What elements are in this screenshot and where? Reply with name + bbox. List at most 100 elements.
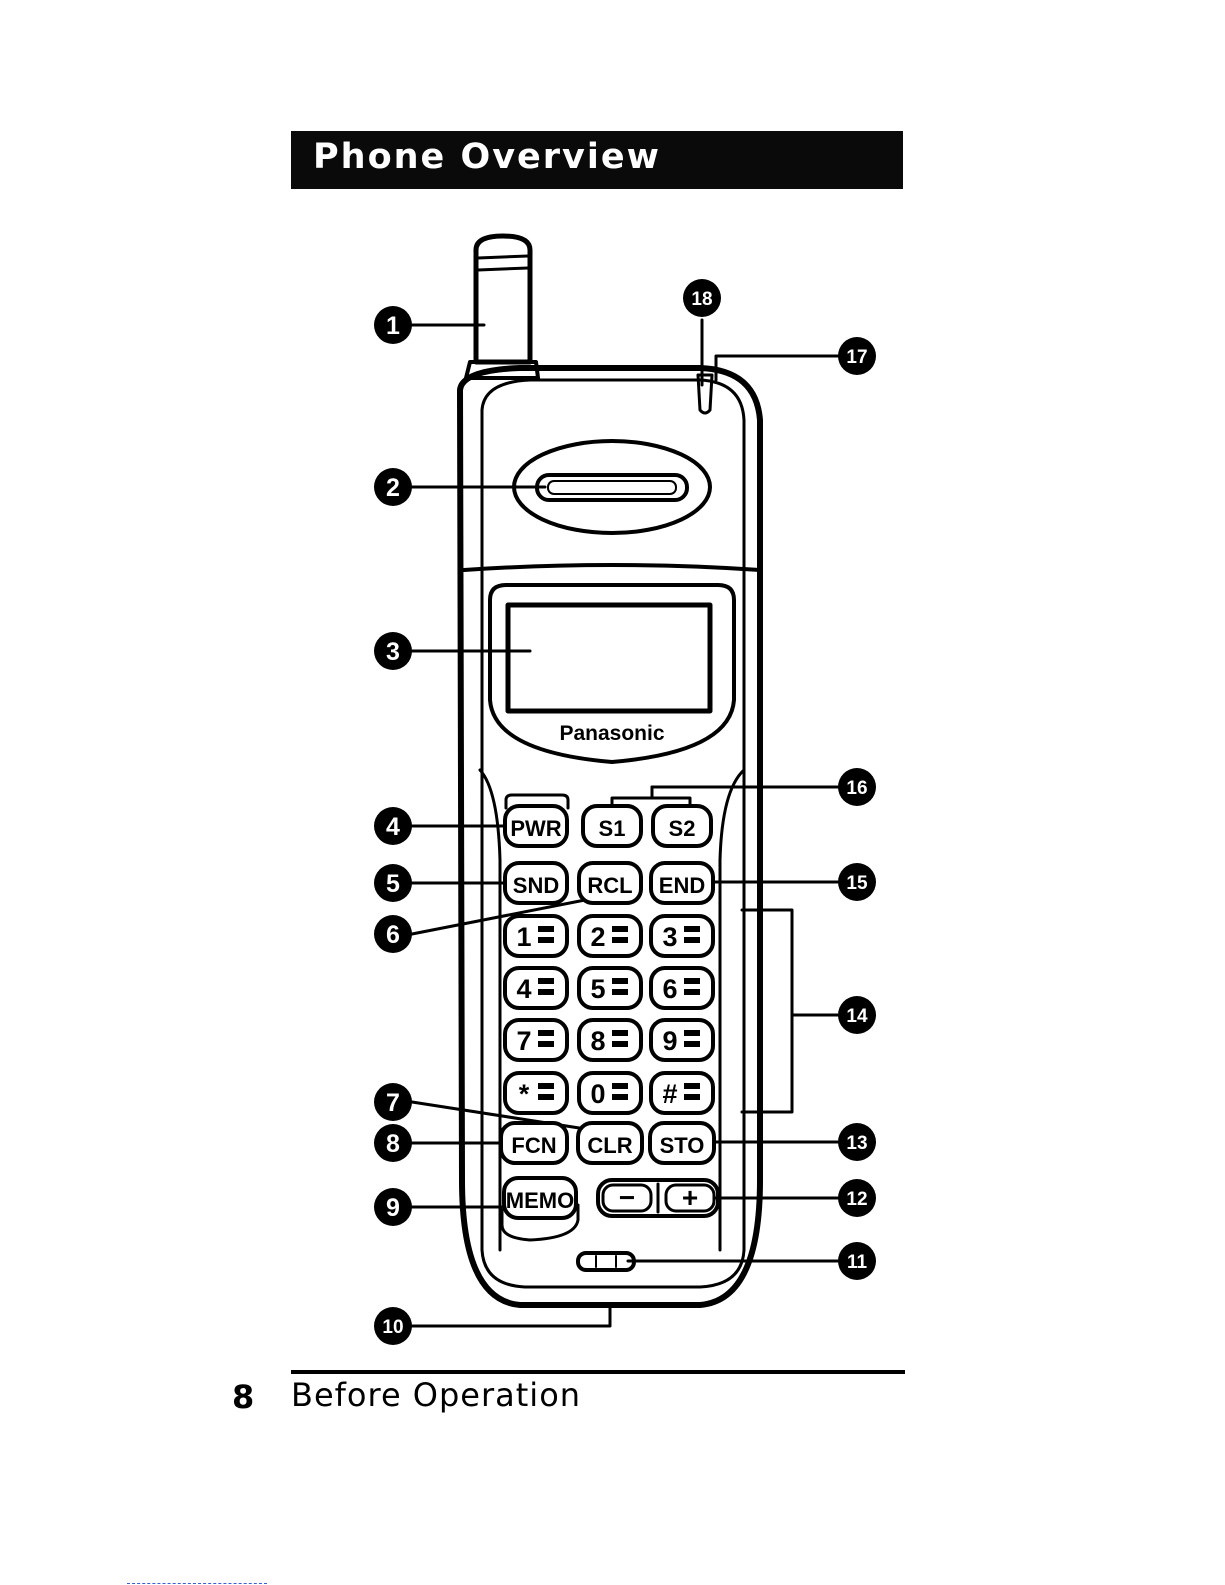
key-k8-label: 8 <box>590 1026 605 1056</box>
callout-17: 17 <box>838 337 876 375</box>
key-k8[interactable]: 8 <box>579 1020 641 1060</box>
key-k9-label: 9 <box>662 1026 677 1056</box>
key-fcn-label: FCN <box>511 1133 556 1158</box>
key-snd[interactable]: SND <box>505 863 567 903</box>
key-s1[interactable]: S1 <box>583 806 641 846</box>
key-clr-label: CLR <box>587 1133 632 1158</box>
callout-label: 12 <box>846 1189 867 1210</box>
key-sto-label: STO <box>660 1133 705 1158</box>
callout-label: 2 <box>386 474 400 502</box>
callout-label: 5 <box>386 870 400 898</box>
callout-3: 3 <box>374 632 412 670</box>
key-sublabel-mark <box>684 926 700 932</box>
callout-9: 9 <box>374 1188 412 1226</box>
key-pwr[interactable]: PWR <box>505 806 567 846</box>
key-k1[interactable]: 1 <box>505 916 567 956</box>
key-sublabel-mark <box>612 978 628 984</box>
callout-label: 13 <box>846 1133 867 1154</box>
key-sublabel-mark <box>538 989 554 995</box>
key-sublabel-mark <box>538 926 554 932</box>
callout-label: 10 <box>382 1317 403 1338</box>
key-k7-label: 7 <box>516 1026 531 1056</box>
callout-label: 1 <box>386 312 400 340</box>
key-sublabel-mark <box>538 937 554 943</box>
callout-label: 11 <box>847 1252 868 1273</box>
callout-8: 8 <box>374 1124 412 1162</box>
callout-label: 18 <box>691 289 712 310</box>
key-sublabel-mark <box>684 937 700 943</box>
key-k0-label: 0 <box>590 1079 605 1109</box>
key-k3-label: 3 <box>662 922 677 952</box>
key-s2-label: S2 <box>669 816 696 841</box>
key-sto[interactable]: STO <box>650 1123 714 1163</box>
key-fcn[interactable]: FCN <box>501 1123 567 1163</box>
callout-label: 4 <box>386 813 400 841</box>
key-end-label: END <box>659 873 705 898</box>
key-sublabel-mark <box>612 926 628 932</box>
brand-logo: Panasonic <box>559 722 664 745</box>
key-snd-label: SND <box>513 873 559 898</box>
key-k6[interactable]: 6 <box>651 968 713 1008</box>
key-sublabel-mark <box>538 1094 554 1100</box>
callout-10: 10 <box>374 1307 412 1345</box>
key-sublabel-mark <box>538 1030 554 1036</box>
key-k7[interactable]: 7 <box>505 1020 567 1060</box>
callout-13: 13 <box>838 1123 876 1161</box>
display-screen <box>508 605 710 711</box>
key-k4-label: 4 <box>516 974 531 1004</box>
callout-label: 8 <box>386 1130 400 1158</box>
key-k6-label: 6 <box>662 974 677 1004</box>
key-sublabel-mark <box>684 989 700 995</box>
key-k9[interactable]: 9 <box>651 1020 713 1060</box>
page-number: 8 <box>232 1378 254 1416</box>
key-sublabel-mark <box>684 978 700 984</box>
key-s1-label: S1 <box>599 816 626 841</box>
key-hash-label: # <box>662 1079 677 1109</box>
key-hash[interactable]: # <box>651 1073 713 1113</box>
vol-plus-button[interactable]: + <box>666 1182 714 1213</box>
callout-6: 6 <box>374 915 412 953</box>
key-rcl[interactable]: RCL <box>579 863 641 903</box>
key-sublabel-mark <box>684 1030 700 1036</box>
key-s2[interactable]: S2 <box>653 806 711 846</box>
callout-label: 9 <box>386 1194 400 1222</box>
microphone <box>578 1253 634 1270</box>
key-k5-label: 5 <box>590 974 605 1004</box>
key-k5[interactable]: 5 <box>579 968 641 1008</box>
key-sublabel-mark <box>612 1030 628 1036</box>
key-k4[interactable]: 4 <box>505 968 567 1008</box>
callout-label: 17 <box>846 347 867 368</box>
key-clr[interactable]: CLR <box>578 1123 642 1163</box>
key-k3[interactable]: 3 <box>651 916 713 956</box>
callout-label: 3 <box>386 638 400 666</box>
key-sublabel-mark <box>612 1094 628 1100</box>
key-end[interactable]: END <box>651 863 713 903</box>
key-k1-label: 1 <box>516 922 531 952</box>
key-k2[interactable]: 2 <box>579 916 641 956</box>
callout-4: 4 <box>374 807 412 845</box>
section-name: Before Operation <box>291 1376 581 1414</box>
callout-1: 1 <box>374 306 412 344</box>
key-star-label: * <box>519 1079 530 1109</box>
key-sublabel-mark <box>612 1083 628 1089</box>
callout-label: 7 <box>386 1089 400 1117</box>
callout-11: 11 <box>838 1242 876 1280</box>
callout-label: 16 <box>846 778 867 799</box>
key-sublabel-mark <box>612 1041 628 1047</box>
key-sublabel-mark <box>612 937 628 943</box>
key-sublabel-mark <box>538 978 554 984</box>
key-star[interactable]: * <box>505 1073 567 1113</box>
key-k2-label: 2 <box>590 922 605 952</box>
callout-label: 15 <box>846 873 868 894</box>
key-rcl-label: RCL <box>587 873 632 898</box>
key-memo[interactable]: MEMO <box>504 1178 576 1218</box>
key-pwr-label: PWR <box>510 816 561 841</box>
key-memo-label: MEMO <box>506 1188 574 1213</box>
callout-5: 5 <box>374 864 412 902</box>
vol-minus-label: − <box>619 1182 635 1213</box>
vol-minus-button[interactable]: − <box>603 1182 651 1213</box>
key-sublabel-mark <box>684 1094 700 1100</box>
callout-7: 7 <box>374 1083 412 1121</box>
key-k0[interactable]: 0 <box>579 1073 641 1113</box>
